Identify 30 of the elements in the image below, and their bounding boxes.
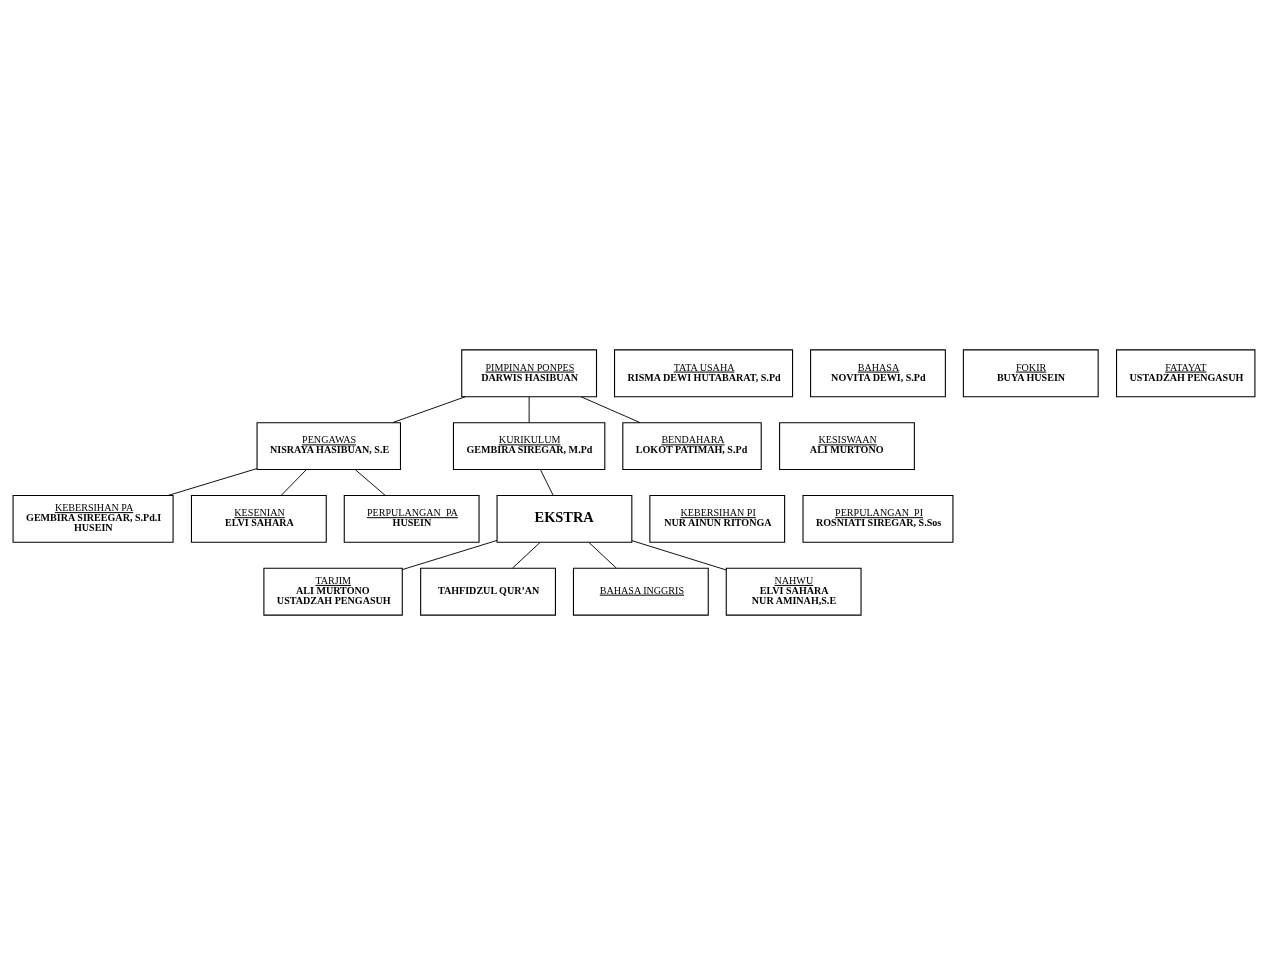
node-box: PENGAWAS NISRAYA HASIBUAN, S.E: [256, 422, 402, 471]
node-box: BAHASA NOVITA DEWI, S.Pd: [810, 349, 946, 398]
connector: [588, 541, 617, 569]
node-box: BENDAHARA LOKOT PATIMAH, S.Pd: [622, 422, 762, 471]
connector: [392, 396, 466, 424]
node-box: KESISWAAN ALI MURTONO: [779, 422, 915, 471]
node-box: BAHASA INGGRIS: [572, 567, 709, 616]
node-box: TARJIM ALI MURTONO USTADZAH PENGASUH: [263, 567, 403, 616]
connector: [539, 469, 554, 496]
node-box: TAHFIDZUL QUR’AN: [420, 567, 556, 616]
connector: [354, 469, 386, 496]
node-box: PIMPINAN PONPES DARWIS HASIBUAN: [461, 349, 598, 398]
node-box: PERPULANGAN PA HUSEIN: [343, 494, 480, 543]
node-box: KURIKULUM GEMBIRA SIREGAR, M.Pd: [452, 422, 606, 471]
connector: [280, 469, 307, 496]
node-box: KESENIAN ELVI SAHARA: [190, 494, 327, 543]
node-box: TATA USAHA RISMA DEWI HUTABARAT, S.Pd: [614, 349, 794, 398]
node-box: NAHWU ELVI SAHARA NUR AMINAH,S.E: [725, 567, 862, 616]
connector: [631, 540, 727, 571]
node-box: KEBERSIHAN PA GEMBIRA SIREEGAR, S.Pd.I HUSEIN: [12, 494, 174, 543]
node-box: PERPULANGAN PI ROSNIATI SIREGAR, S.Sos: [802, 494, 954, 543]
node-box: FATAYAT USTADZAH PENGASUH: [1116, 349, 1256, 398]
node-box: FOKIR BUYA HUSEIN: [962, 349, 1099, 398]
connector: [512, 541, 541, 569]
connector: [580, 396, 641, 424]
connector: [401, 540, 498, 571]
connector: [528, 396, 530, 424]
node-box: EKSTRA: [496, 494, 633, 543]
connector: [167, 468, 258, 496]
node-box: KEBERSIHAN PI NUR AINUN RITONGA: [649, 494, 786, 543]
